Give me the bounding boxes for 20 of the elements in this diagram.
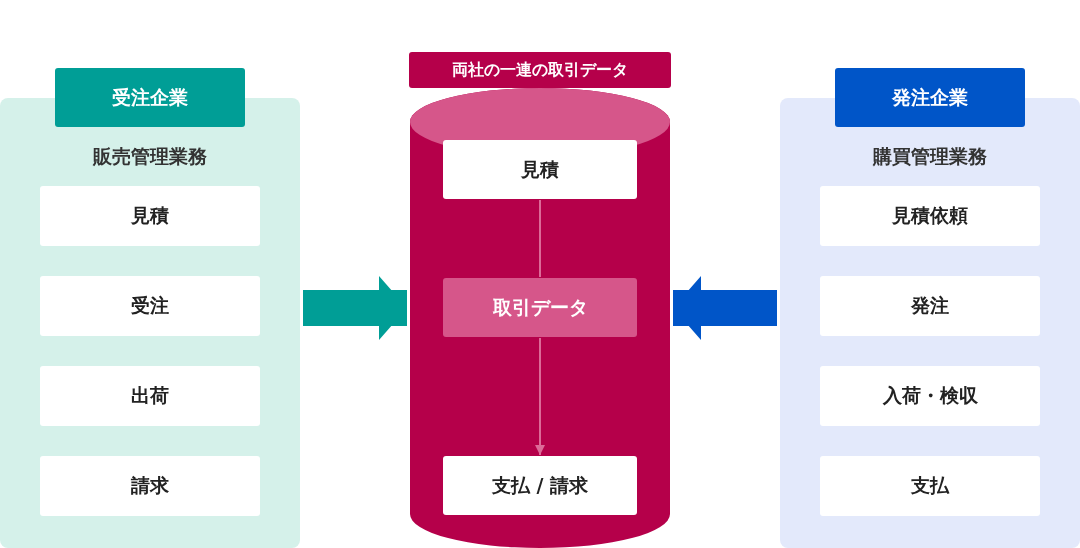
subtitle: 販売管理業務	[93, 145, 207, 167]
connector-line	[539, 199, 541, 278]
process-box: 見積	[40, 186, 260, 246]
title-band: 両社の一連の取引データ	[409, 52, 671, 88]
process-box: 見積	[443, 140, 637, 199]
header-tab: 受注企業	[55, 68, 245, 127]
process-box: 発注	[820, 276, 1040, 336]
block-arrow	[303, 276, 407, 340]
process-box: 支払	[820, 456, 1040, 516]
block-arrow	[673, 276, 777, 340]
arrow	[535, 337, 545, 456]
process-box: 請求	[40, 456, 260, 516]
process-box: 支払 / 請求	[443, 456, 637, 515]
header-tab: 発注企業	[835, 68, 1025, 127]
process-box: 受注	[40, 276, 260, 336]
process-box: 見積依頼	[820, 186, 1040, 246]
subtitle: 購買管理業務	[873, 145, 987, 167]
process-box: 入荷・検収	[820, 366, 1040, 426]
data-box: 取引データ	[443, 278, 637, 337]
process-box: 出荷	[40, 366, 260, 426]
